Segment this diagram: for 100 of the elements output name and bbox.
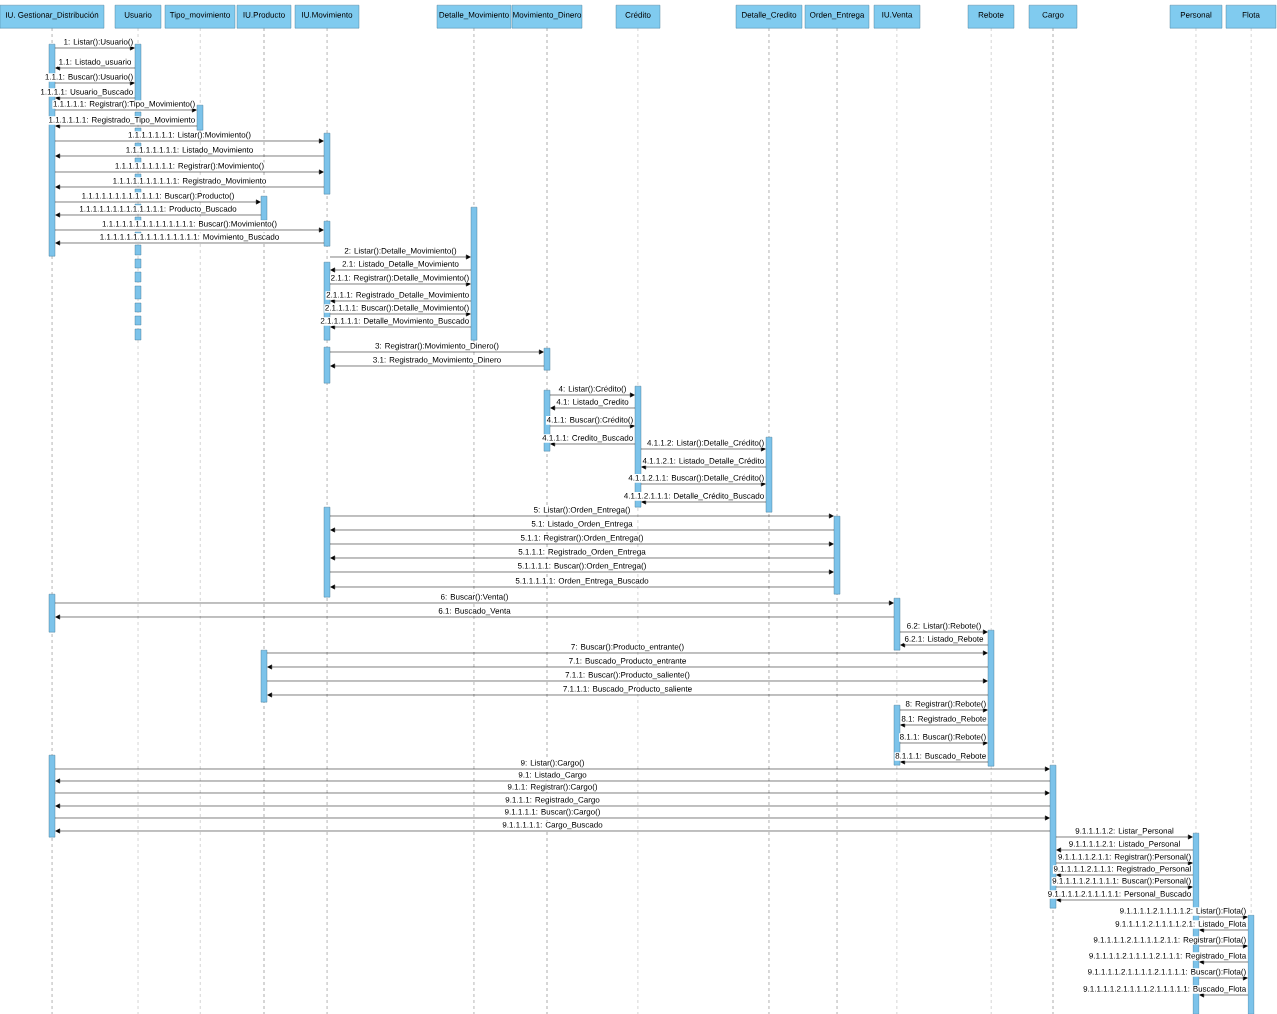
lifeline-header: Cargo bbox=[1028, 5, 1078, 29]
message-arrow bbox=[330, 584, 835, 590]
message-arrow bbox=[1199, 992, 1249, 998]
edge-label: 7.1: Buscado_Producto_entrante bbox=[568, 657, 687, 666]
message-arrow bbox=[329, 281, 471, 287]
edge-label: 9.1.1.1.1.1: Cargo_Buscado bbox=[501, 821, 604, 830]
activation-bar bbox=[323, 347, 331, 384]
edge-label: 1.1.1.1.1.1.1.1.1: Registrar():Movimiento() bbox=[114, 162, 265, 171]
edge-label: 1.1: Listado_usuario bbox=[58, 58, 132, 67]
message-arrow bbox=[1056, 897, 1194, 903]
lifeline-header: Crédito bbox=[615, 5, 661, 29]
message-arrow bbox=[641, 464, 767, 470]
message-arrow bbox=[640, 481, 766, 487]
message-arrow bbox=[54, 107, 197, 113]
message-arrow bbox=[54, 169, 324, 175]
message-arrow bbox=[329, 541, 834, 547]
message-arrow bbox=[641, 499, 767, 505]
message-arrow bbox=[1055, 884, 1193, 890]
message-arrow bbox=[54, 199, 261, 205]
message-arrow bbox=[330, 298, 472, 304]
message-arrow bbox=[330, 267, 472, 273]
edge-label: 4.1.1: Buscar():Crédito() bbox=[546, 416, 634, 425]
message-arrow bbox=[900, 722, 989, 728]
message-arrow bbox=[266, 678, 988, 684]
edge-label: 1.1.1.1.1.1.1.1.1.1: Registrado_Movimiento bbox=[112, 177, 267, 186]
message-arrow bbox=[1199, 959, 1249, 965]
message-arrow bbox=[54, 600, 894, 606]
edge-label: 1: Listar():Usuario() bbox=[62, 38, 134, 47]
edge-label: 5.1.1: Registrar():Orden_Entrega() bbox=[519, 534, 645, 543]
edge-label: 8.1.1.1: Buscado_Rebote bbox=[894, 752, 987, 761]
message-arrow bbox=[55, 828, 1051, 834]
lifeline-header: IU. Gestionar_Distribución bbox=[0, 5, 105, 29]
edge-label: 9.1.1.1.1.2.1.1.1.1.2.1.1: Registrar():Flota() bbox=[1092, 936, 1247, 945]
edge-label: 9.1.1.1.1.2: Listar_Personal bbox=[1074, 827, 1175, 836]
edge-label: 4.1.1.2: Listar():Detalle_Crédito() bbox=[646, 439, 765, 448]
message-arrow bbox=[266, 650, 988, 656]
message-arrow bbox=[1199, 927, 1249, 933]
edge-label: 4.1.1.2.1.1.1: Detalle_Crédito_Buscado bbox=[623, 492, 765, 501]
lifeline-header: IU.Producto bbox=[236, 5, 292, 29]
edge-label: 1.1.1.1.1.1.1.1.1.1.1.1.1.1.1: Movimiento_Buscado bbox=[99, 233, 280, 242]
edge-label: 9.1.1.1.1.2.1.1.1.1: Buscar():Personal() bbox=[1051, 877, 1192, 886]
message-arrow bbox=[900, 642, 989, 648]
message-arrow bbox=[330, 555, 835, 561]
activation-bar bbox=[1247, 915, 1255, 1014]
message-arrow bbox=[900, 759, 989, 765]
message-arrow bbox=[550, 405, 636, 411]
lifeline-header: Movimiento_Dinero bbox=[511, 5, 583, 29]
message-arrow bbox=[1056, 847, 1194, 853]
edge-label: 2.1.1.1.1.1: Detalle_Movimiento_Buscado bbox=[319, 317, 470, 326]
message-arrow bbox=[54, 766, 1050, 772]
message-arrow bbox=[54, 790, 1050, 796]
message-arrow bbox=[54, 138, 324, 144]
lifeline-header: Detalle_Credito bbox=[735, 5, 803, 29]
edge-label: 9.1.1.1.1.2.1.1.1.1.2: Listar():Flota() bbox=[1119, 907, 1247, 916]
edge-label: 1.1.1: Buscar():Usuario() bbox=[44, 73, 134, 82]
message-arrow bbox=[54, 227, 324, 233]
message-arrow bbox=[899, 707, 988, 713]
edge-label: 2.1: Listado_Detalle_Movimiento bbox=[341, 260, 460, 269]
edge-label: 7.1.1.1: Buscado_Producto_saliente bbox=[562, 685, 693, 694]
edge-label: 3.1: Registrado_Movimiento_Dinero bbox=[372, 356, 502, 365]
message-arrow bbox=[1055, 860, 1193, 866]
edge-label: 9.1.1.1.1.2.1.1.1.1.2.1.1.1.1.1: Buscado_Flota bbox=[1082, 985, 1247, 994]
message-arrow bbox=[329, 569, 834, 575]
edge-label: 9.1.1.1.1.2.1.1.1: Registrado_Personal bbox=[1052, 865, 1192, 874]
message-arrow bbox=[55, 153, 325, 159]
message-arrow bbox=[267, 692, 989, 698]
activation-bar bbox=[323, 133, 331, 195]
message-arrow bbox=[54, 45, 135, 51]
message-arrow bbox=[55, 212, 262, 218]
edge-label: 8.1: Registrado_Rebote bbox=[900, 715, 988, 724]
lifeline-header: IU.Movimiento bbox=[294, 5, 360, 29]
message-arrow bbox=[55, 184, 325, 190]
edge-label: 9.1.1.1.1: Buscar():Cargo() bbox=[503, 808, 602, 817]
message-arrow bbox=[1198, 943, 1248, 949]
message-arrow bbox=[1198, 914, 1248, 920]
edge-label: 9.1.1.1.1.2.1.1.1.1.2.1.1.1: Registrado_Flota bbox=[1088, 952, 1247, 961]
message-arrow bbox=[55, 778, 1051, 784]
edge-label: 5.1: Listado_Orden_Entrega bbox=[530, 520, 634, 529]
edge-label: 1.1.1.1: Usuario_Buscado bbox=[39, 88, 134, 97]
message-arrow bbox=[330, 363, 545, 369]
edge-label: 3: Registrar():Movimiento_Dinero() bbox=[374, 342, 500, 351]
lifeline-header: Rebote bbox=[967, 5, 1015, 29]
edge-label: 5.1.1.1.1: Buscar():Orden_Entrega() bbox=[517, 562, 647, 571]
edge-label: 1.1.1.1.1.1.1.1: Listado_Movimiento bbox=[125, 146, 254, 155]
lifeline-header: IU.Venta bbox=[873, 5, 921, 29]
activation-bar bbox=[987, 630, 995, 767]
edge-label: 4.1: Listado_Credito bbox=[555, 398, 630, 407]
edge-label: 4: Listar():Crédito() bbox=[558, 385, 628, 394]
edge-label: 9.1.1: Registrar():Cargo() bbox=[506, 783, 599, 792]
message-arrow bbox=[267, 664, 989, 670]
edge-label: 1.1.1.1.1.1.1: Listar():Movimiento() bbox=[127, 131, 252, 140]
edge-label: 8.1.1: Buscar():Rebote() bbox=[899, 733, 987, 742]
edge-label: 1.1.1.1.1.1.1.1.1.1.1.1: Buscar():Producto() bbox=[81, 192, 235, 201]
edge-label: 2.1.1.1.1: Buscar():Detalle_Movimiento() bbox=[324, 304, 470, 313]
message-arrow bbox=[54, 80, 135, 86]
lifeline-header: Personal bbox=[1169, 5, 1223, 29]
message-arrow bbox=[55, 803, 1051, 809]
edge-label: 2: Listar():Detalle_Movimiento() bbox=[343, 247, 458, 256]
edge-label: 2.1.1: Registrar():Detalle_Movimiento() bbox=[330, 274, 470, 283]
message-arrow bbox=[329, 513, 834, 519]
